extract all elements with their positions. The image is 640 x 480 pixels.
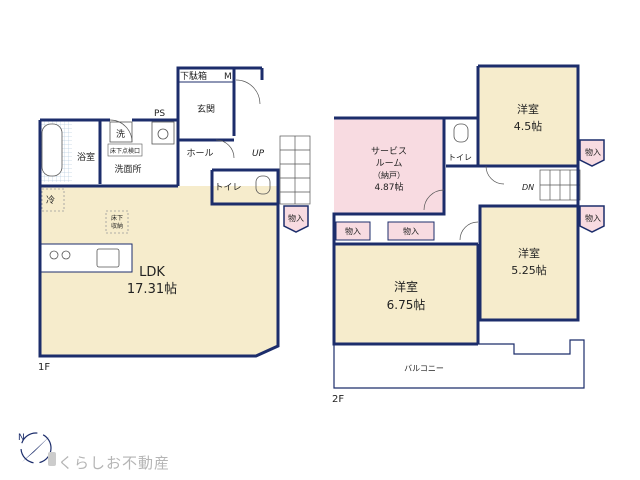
underfloor-storage bbox=[105, 210, 129, 234]
door-swings-1f bbox=[109, 79, 261, 159]
service-name-1: サービス bbox=[371, 146, 407, 157]
svg-text:N: N bbox=[18, 433, 25, 443]
stove-burner bbox=[49, 250, 59, 260]
kitchen-counter bbox=[39, 243, 133, 273]
shoebox-label: 下駄箱 bbox=[180, 70, 207, 82]
western-room-4-5 bbox=[478, 66, 578, 166]
western-b-name: 洋室 bbox=[394, 279, 418, 294]
toilet-fixture bbox=[255, 175, 271, 195]
walls-1f bbox=[38, 66, 280, 358]
underfloor-label-1: 床下 bbox=[111, 214, 123, 222]
western-room-6-75 bbox=[334, 244, 478, 344]
balcony bbox=[333, 339, 585, 389]
floor-2 bbox=[332, 64, 605, 389]
ldk-room bbox=[40, 186, 278, 356]
fridge-space bbox=[41, 188, 65, 212]
storage-label-2f-1: 物入 bbox=[345, 226, 361, 236]
door-swings-2f bbox=[423, 165, 505, 241]
company-logo-icon bbox=[48, 452, 56, 466]
kitchen-sink bbox=[96, 248, 120, 268]
service-note: （納戸） bbox=[373, 170, 405, 180]
floor-2-label: 2F bbox=[332, 394, 344, 405]
storage-label-1f: 物入 bbox=[288, 213, 304, 223]
inspection-hatch bbox=[107, 143, 143, 157]
fridge-label: 冷 bbox=[46, 194, 55, 206]
toilet-name-2f: トイレ bbox=[448, 153, 472, 162]
ps-label: PS bbox=[154, 109, 165, 119]
company-name: くらしお不動産 bbox=[58, 454, 171, 472]
storage-2f-3 bbox=[579, 139, 605, 167]
underfloor-label-2: 収納 bbox=[111, 222, 123, 230]
ldk-name: LDK bbox=[139, 265, 165, 280]
bath-name: 浴室 bbox=[77, 151, 95, 163]
m-label: M bbox=[224, 72, 232, 82]
western-room-5-25 bbox=[480, 206, 578, 320]
western-b-area: 6.75帖 bbox=[387, 297, 426, 312]
storage-label-2f-2: 物入 bbox=[403, 226, 419, 236]
washing-machine-area bbox=[109, 121, 133, 143]
service-name-2: ルーム bbox=[376, 158, 403, 169]
storage-label-2f-4: 物入 bbox=[585, 213, 601, 223]
washroom-name: 洗面所 bbox=[114, 163, 141, 175]
hall-name: ホール bbox=[186, 148, 213, 159]
wash-basin bbox=[151, 121, 175, 145]
compass-icon: N bbox=[18, 432, 52, 464]
stairs-1f bbox=[279, 135, 311, 205]
western-a-name: 洋室 bbox=[517, 102, 539, 116]
floor-1-label: 1F bbox=[38, 362, 50, 373]
walls-2f bbox=[332, 64, 580, 346]
western-c-name: 洋室 bbox=[518, 246, 540, 260]
toilet-name-1f: トイレ bbox=[214, 183, 241, 193]
inspection-label: 床下点検口 bbox=[110, 147, 140, 155]
stairs-up-label: UP bbox=[252, 149, 265, 159]
floor-1 bbox=[38, 66, 311, 358]
service-area: 4.87帖 bbox=[374, 181, 403, 193]
stairs-2f bbox=[539, 169, 581, 201]
bathtub bbox=[41, 123, 63, 177]
toilet-fixture-2f bbox=[453, 123, 469, 143]
storage-label-2f-3: 物入 bbox=[585, 147, 601, 157]
storage-2f-1 bbox=[335, 221, 371, 241]
balcony-name: バルコニー bbox=[404, 364, 444, 373]
storage-2f-4 bbox=[579, 205, 605, 233]
entrance-name: 玄関 bbox=[197, 103, 215, 115]
service-room bbox=[334, 118, 444, 214]
stairs-down-label: DN bbox=[522, 183, 534, 192]
wash-label: 洗 bbox=[116, 128, 125, 140]
basin-bowl bbox=[157, 128, 169, 140]
western-c-area: 5.25帖 bbox=[511, 264, 547, 277]
storage-2f-2 bbox=[387, 221, 435, 241]
stove-burner bbox=[61, 250, 71, 260]
ldk-area: 17.31帖 bbox=[127, 282, 177, 297]
storage-1f bbox=[283, 205, 309, 233]
western-a-area: 4.5帖 bbox=[514, 120, 543, 133]
